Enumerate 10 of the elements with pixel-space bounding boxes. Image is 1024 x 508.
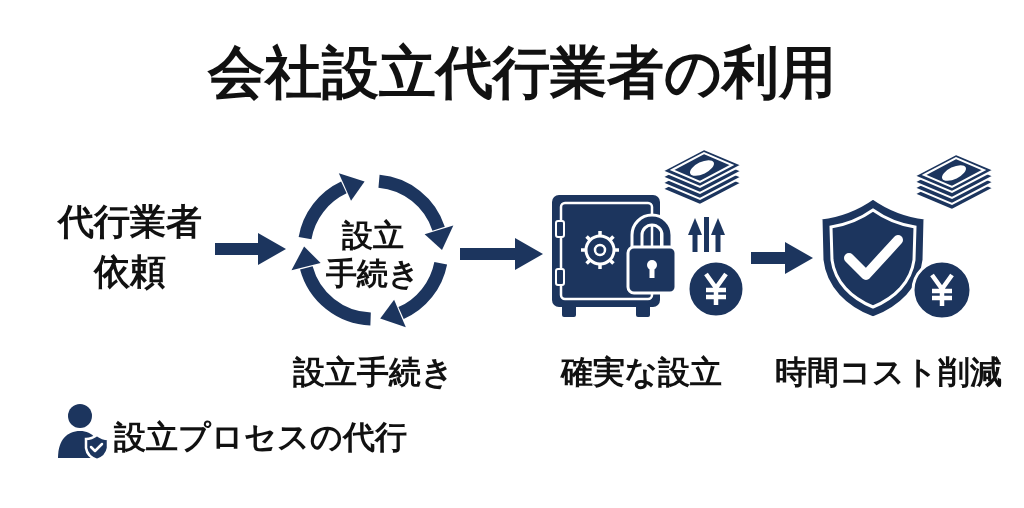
arrow (751, 242, 813, 274)
node-text: 代行業者依頼 (50, 197, 210, 297)
title: 会社設立代行業者の利用 (208, 38, 836, 107)
node-label: 設立手続き (292, 352, 454, 392)
cycle-diagram: 設立手続き (291, 166, 455, 334)
arrow (460, 238, 543, 270)
note-text: 設立プロセスの代行 (114, 417, 407, 457)
node-label: 時間コスト削減 (774, 352, 1002, 392)
arrow (215, 233, 286, 265)
node-label: 確実な設立 (560, 352, 722, 392)
